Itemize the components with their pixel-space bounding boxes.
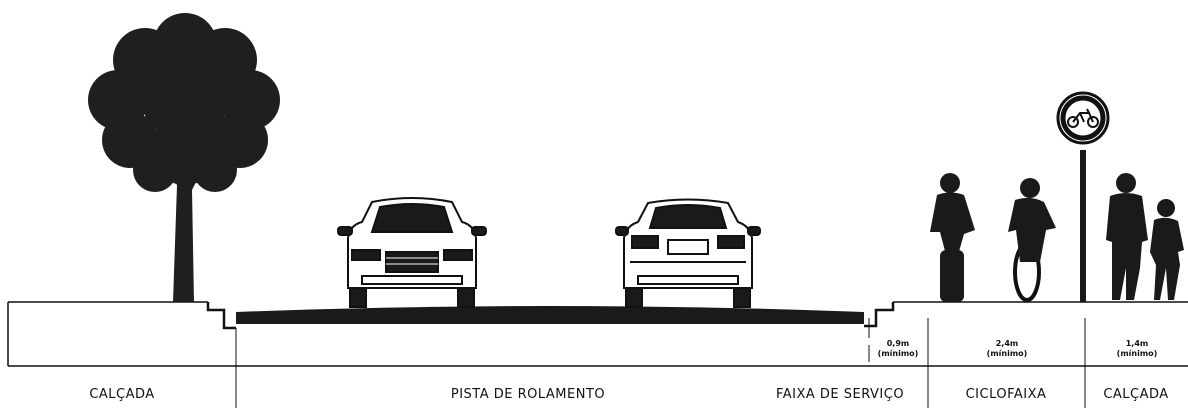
cyclist-1 (930, 173, 975, 302)
pedestrian-woman (1150, 199, 1184, 300)
car-rear-view (615, 198, 761, 308)
cyclist-2 (1008, 178, 1056, 302)
dimension-labels: 0,9m (mínimo) 2,4m (mínimo) 1,4m (mínimo… (878, 339, 1158, 358)
zone-label-calcada-right: CALÇADA (1103, 387, 1168, 402)
zone-label-faixa-servico: FAIXA DE SERVIÇO (776, 387, 904, 402)
dimension-value: 2,4m (996, 339, 1019, 348)
zone-labels: CALÇADA PISTA DE ROLAMENTO FAIXA DE SERV… (89, 387, 1168, 402)
car-front-view (337, 197, 487, 308)
dimension-note: (mínimo) (878, 349, 919, 358)
pedestrian-man (1106, 173, 1148, 300)
asphalt-road (236, 306, 864, 324)
zone-label-pista: PISTA DE ROLAMENTO (451, 387, 605, 402)
dimension-note: (mínimo) (987, 349, 1028, 358)
bicycle-icon (1067, 108, 1099, 128)
tree (88, 13, 280, 302)
zone-label-ciclofaixa: CICLOFAIXA (966, 387, 1047, 402)
bike-lane-sign (1056, 91, 1110, 302)
dimension-note: (mínimo) (1117, 349, 1158, 358)
zone-dividers (235, 318, 1086, 408)
dimension-value: 1,4m (1126, 339, 1149, 348)
right-curb (864, 302, 895, 328)
dimension-value: 0,9m (887, 339, 910, 348)
zone-label-calcada-left: CALÇADA (89, 387, 154, 402)
left-curb (206, 302, 236, 330)
